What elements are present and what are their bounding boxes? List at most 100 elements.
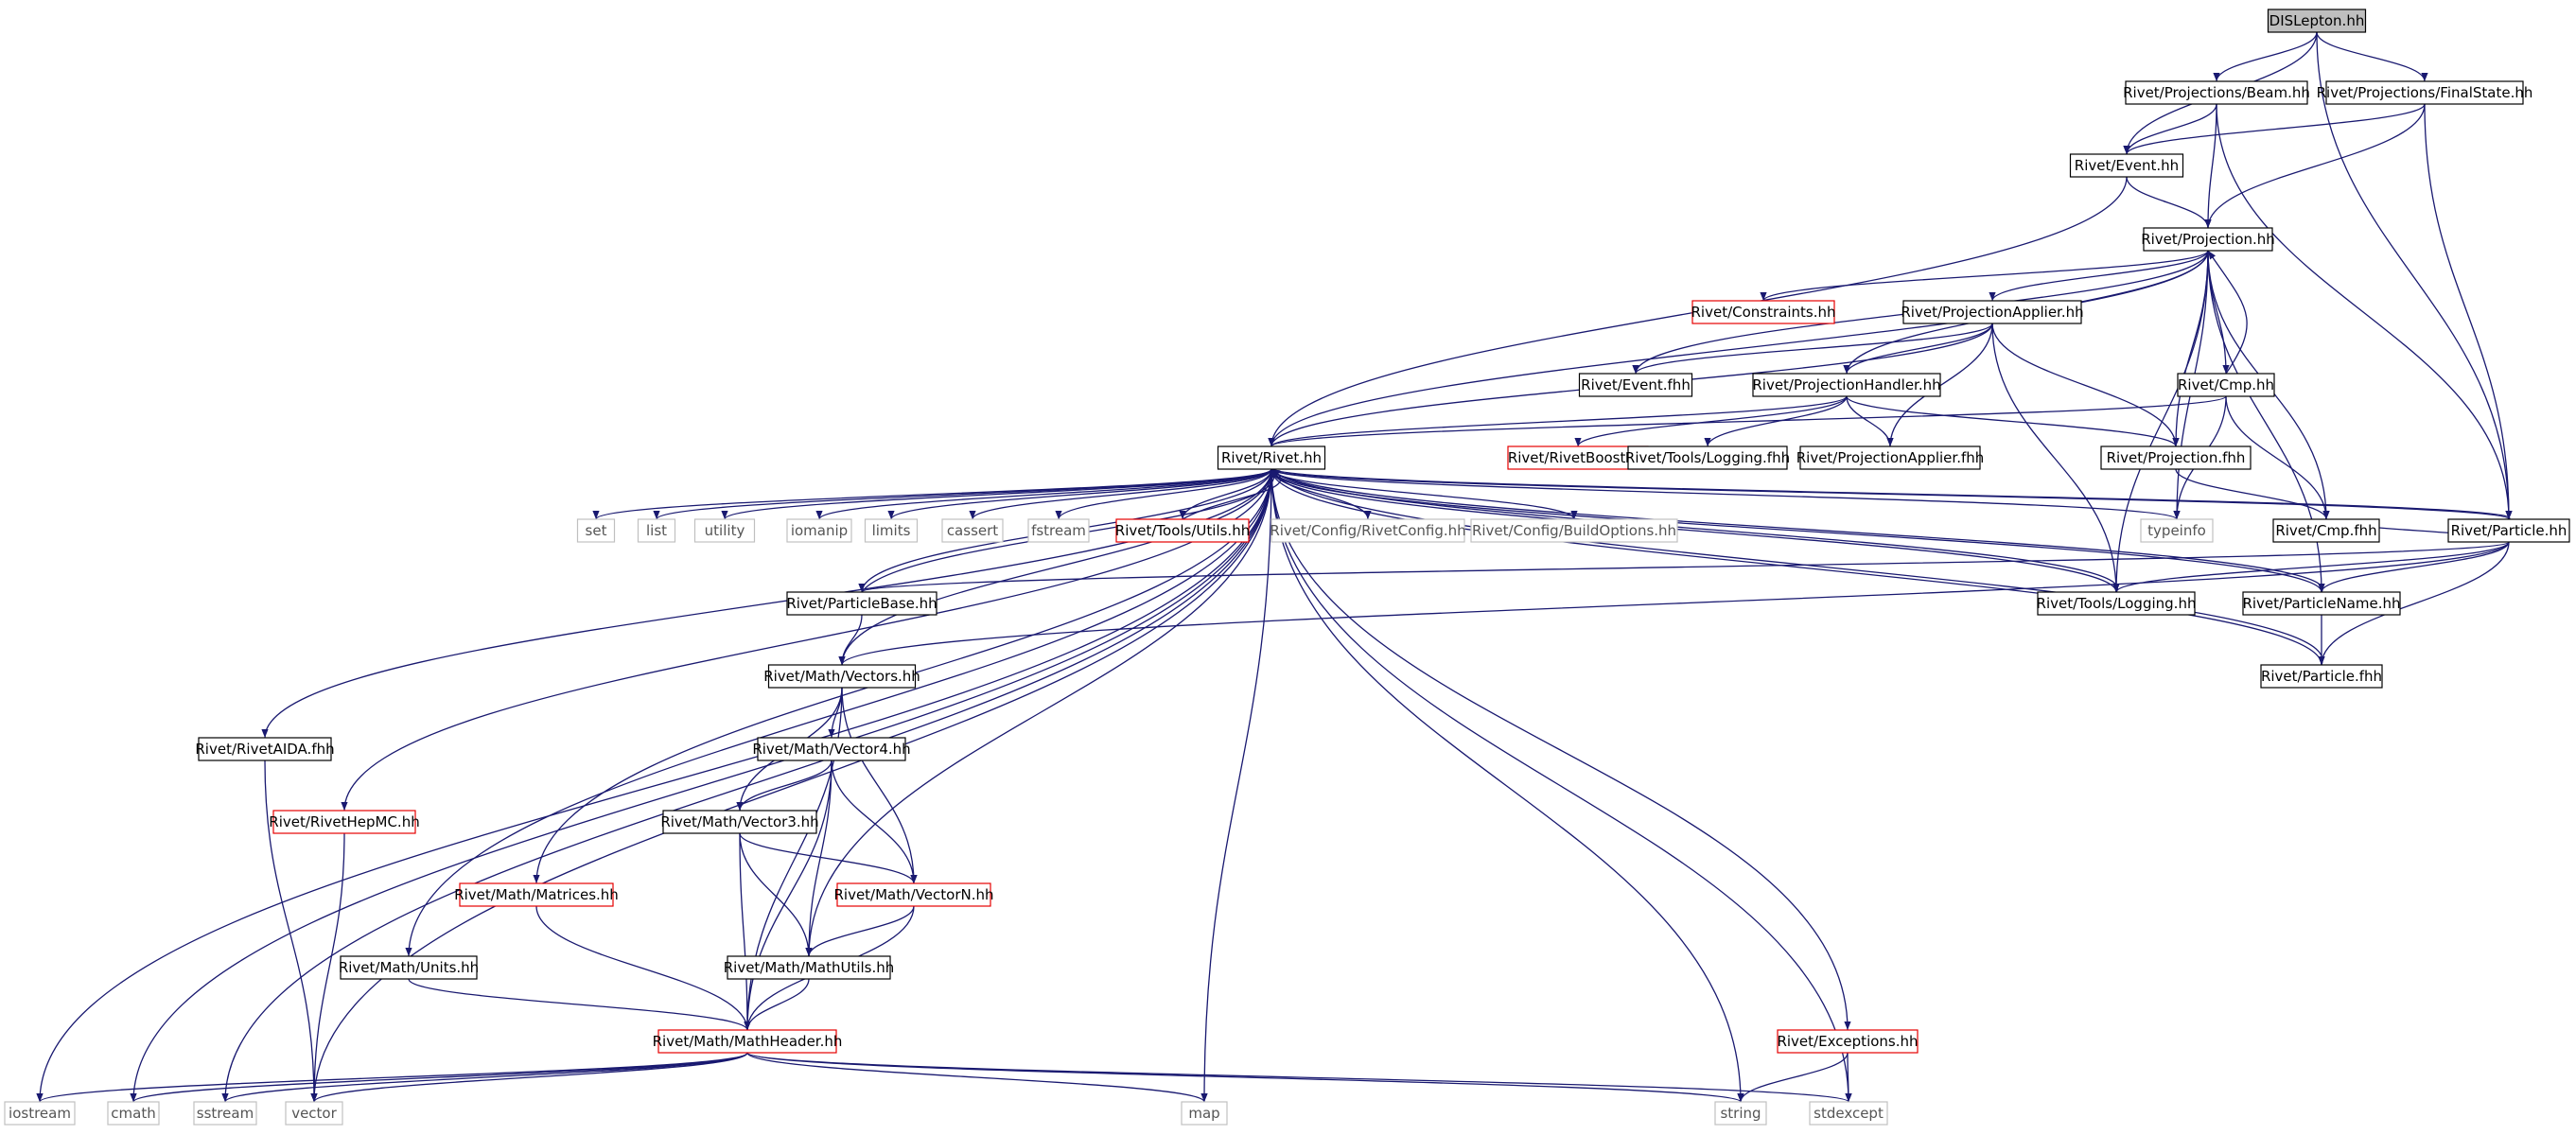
node-label-sstream: sstream [197,1105,254,1122]
edge-exceptions-to-string [1737,1052,1849,1103]
node-rivet[interactable]: Rivet/Rivet.hh [1217,445,1326,470]
node-projappfhh[interactable]: Rivet/ProjectionApplier.fhh [1796,445,1985,470]
node-label-cmp: Rivet/Cmp.hh [2178,376,2274,393]
node-rivetaida[interactable]: Rivet/RivetAIDA.fhh [195,737,335,761]
node-fstream[interactable]: fstream [1027,518,1090,543]
node-particle[interactable]: Rivet/Particle.hh [2447,518,2570,543]
node-label-particlebase: Rivet/ParticleBase.hh [786,595,937,612]
node-fs[interactable]: Rivet/Projections/FinalState.hh [2317,80,2533,105]
node-typeinfo[interactable]: typeinfo [2140,518,2214,543]
node-box-particlefhh [2260,664,2383,689]
node-box-fs [2325,80,2524,105]
node-label-projfhh: Rivet/Projection.fhh [2107,449,2246,466]
node-stdexcept[interactable]: stdexcept [1809,1101,1888,1126]
edge-rivet-to-mathutils [805,468,1272,957]
node-beam[interactable]: Rivet/Projections/Beam.hh [2123,80,2310,105]
node-box-projappfhh [1799,445,1981,470]
edge-projhandler-to-rivet [1268,395,1848,447]
node-box-units [340,955,478,980]
edge-vector4-to-mathheader [744,760,832,1031]
node-box-disl [2267,9,2367,33]
node-logginghh[interactable]: Rivet/Tools/Logging.hh [2037,591,2197,616]
node-limits[interactable]: limits [864,518,919,543]
node-eventfhh[interactable]: Rivet/Event.fhh [1578,373,1693,397]
node-vectorn[interactable]: Rivet/Math/VectorN.hh [833,882,994,907]
node-utility[interactable]: utility [693,518,756,543]
edge-mathutils-to-mathheader [744,978,810,1031]
node-rivetboost[interactable]: Rivet/RivetBoost.hh [1507,445,1649,470]
edge-proj-to-constraints [1760,250,2209,302]
node-disl[interactable]: DISLepton.hh [2267,9,2367,33]
node-box-projapp [1902,300,2082,324]
node-cmpfhh[interactable]: Rivet/Cmp.fhh [2272,518,2380,543]
node-particlename[interactable]: Rivet/ParticleName.hh [2242,591,2401,616]
node-matrices[interactable]: Rivet/Math/Matrices.hh [454,882,619,907]
node-sstream[interactable]: sstream [193,1101,257,1126]
node-box-rivetconfig [1270,518,1465,543]
node-cassert[interactable]: cassert [941,518,1004,543]
node-box-logginghh [2037,591,2196,616]
node-proj[interactable]: Rivet/Projection.hh [2141,227,2275,252]
node-buildopts[interactable]: Rivet/Config/BuildOptions.hh [1470,518,1678,543]
node-iostream[interactable]: iostream [4,1101,76,1126]
edge-event-to-proj [2126,176,2212,229]
edge-proj-to-cmp [2207,250,2230,375]
node-projhandler[interactable]: Rivet/ProjectionHandler.hh [1752,373,1941,397]
node-label-fstream: fstream [1031,522,1086,539]
edge-vector4-to-mathutils [805,760,832,957]
node-label-disl: DISLepton.hh [2269,12,2365,29]
node-box-rivet [1217,445,1326,470]
node-box-iostream [4,1101,76,1126]
node-rivetconfig[interactable]: Rivet/Config/RivetConfig.hh [1270,518,1466,543]
node-exceptions[interactable]: Rivet/Exceptions.hh [1777,1029,1919,1054]
node-mathutils[interactable]: Rivet/Math/MathUtils.hh [724,955,895,980]
node-box-event [2069,153,2184,178]
edge-logginghh-to-rivet [1270,468,2118,593]
node-label-list: list [646,522,667,539]
edge-exceptions-to-stdexcept [1845,1052,1852,1103]
node-projapp[interactable]: Rivet/ProjectionApplier.hh [1901,300,2084,324]
node-set[interactable]: set [576,518,616,543]
edge-projapp-to-projfhh [1991,323,2180,447]
edge-rivet-to-cmath [130,468,1272,1103]
edge-projapp-to-logginghh [1991,323,2120,593]
node-label-mathheader: Rivet/Math/MathHeader.hh [653,1033,843,1050]
edge-vector3-to-mathheader [739,832,751,1031]
node-vector3[interactable]: Rivet/Math/Vector3.hh [660,810,819,834]
edge-rivet-to-particlefhh [1270,468,2325,666]
node-event[interactable]: Rivet/Event.hh [2069,153,2184,178]
node-box-cmath [107,1101,160,1126]
node-cmp[interactable]: Rivet/Cmp.hh [2177,373,2275,397]
node-mathheader[interactable]: Rivet/Math/MathHeader.hh [653,1029,843,1054]
edge-vector3-to-vectorn [739,832,918,884]
edge-vector4-to-vector3 [736,760,832,812]
node-constraints[interactable]: Rivet/Constraints.hh [1691,300,1836,324]
node-rivethepmc[interactable]: Rivet/RivetHepMC.hh [269,810,420,834]
edge-proj-to-rivet [1268,250,2209,447]
node-loggingfhh[interactable]: Rivet/Tools/Logging.fhh [1625,445,1790,470]
node-box-sstream [193,1101,257,1126]
node-list[interactable]: list [637,518,676,543]
node-vector[interactable]: vector [285,1101,343,1126]
node-utils[interactable]: Rivet/Tools/Utils.hh [1115,518,1250,543]
node-vector4[interactable]: Rivet/Math/Vector4.hh [752,737,911,761]
node-particlefhh[interactable]: Rivet/Particle.fhh [2260,664,2383,689]
edge-particle-to-logginghh [2112,541,2510,593]
edge-fs-to-proj [2204,103,2426,229]
node-box-particlename [2242,591,2401,616]
node-vectors[interactable]: Rivet/Math/Vectors.hh [763,664,920,689]
node-box-projfhh [2100,445,2252,470]
edge-units-to-mathheader [408,978,751,1031]
node-units[interactable]: Rivet/Math/Units.hh [339,955,479,980]
node-iomanip[interactable]: iomanip [786,518,852,543]
node-string[interactable]: string [1714,1101,1767,1126]
node-map[interactable]: map [1181,1101,1228,1126]
node-cmath[interactable]: cmath [107,1101,160,1126]
node-box-rivethepmc [272,810,416,834]
node-box-string [1714,1101,1767,1126]
node-box-rivetboost [1507,445,1649,470]
node-particlebase[interactable]: Rivet/ParticleBase.hh [786,591,938,616]
node-projfhh[interactable]: Rivet/Projection.fhh [2100,445,2252,470]
